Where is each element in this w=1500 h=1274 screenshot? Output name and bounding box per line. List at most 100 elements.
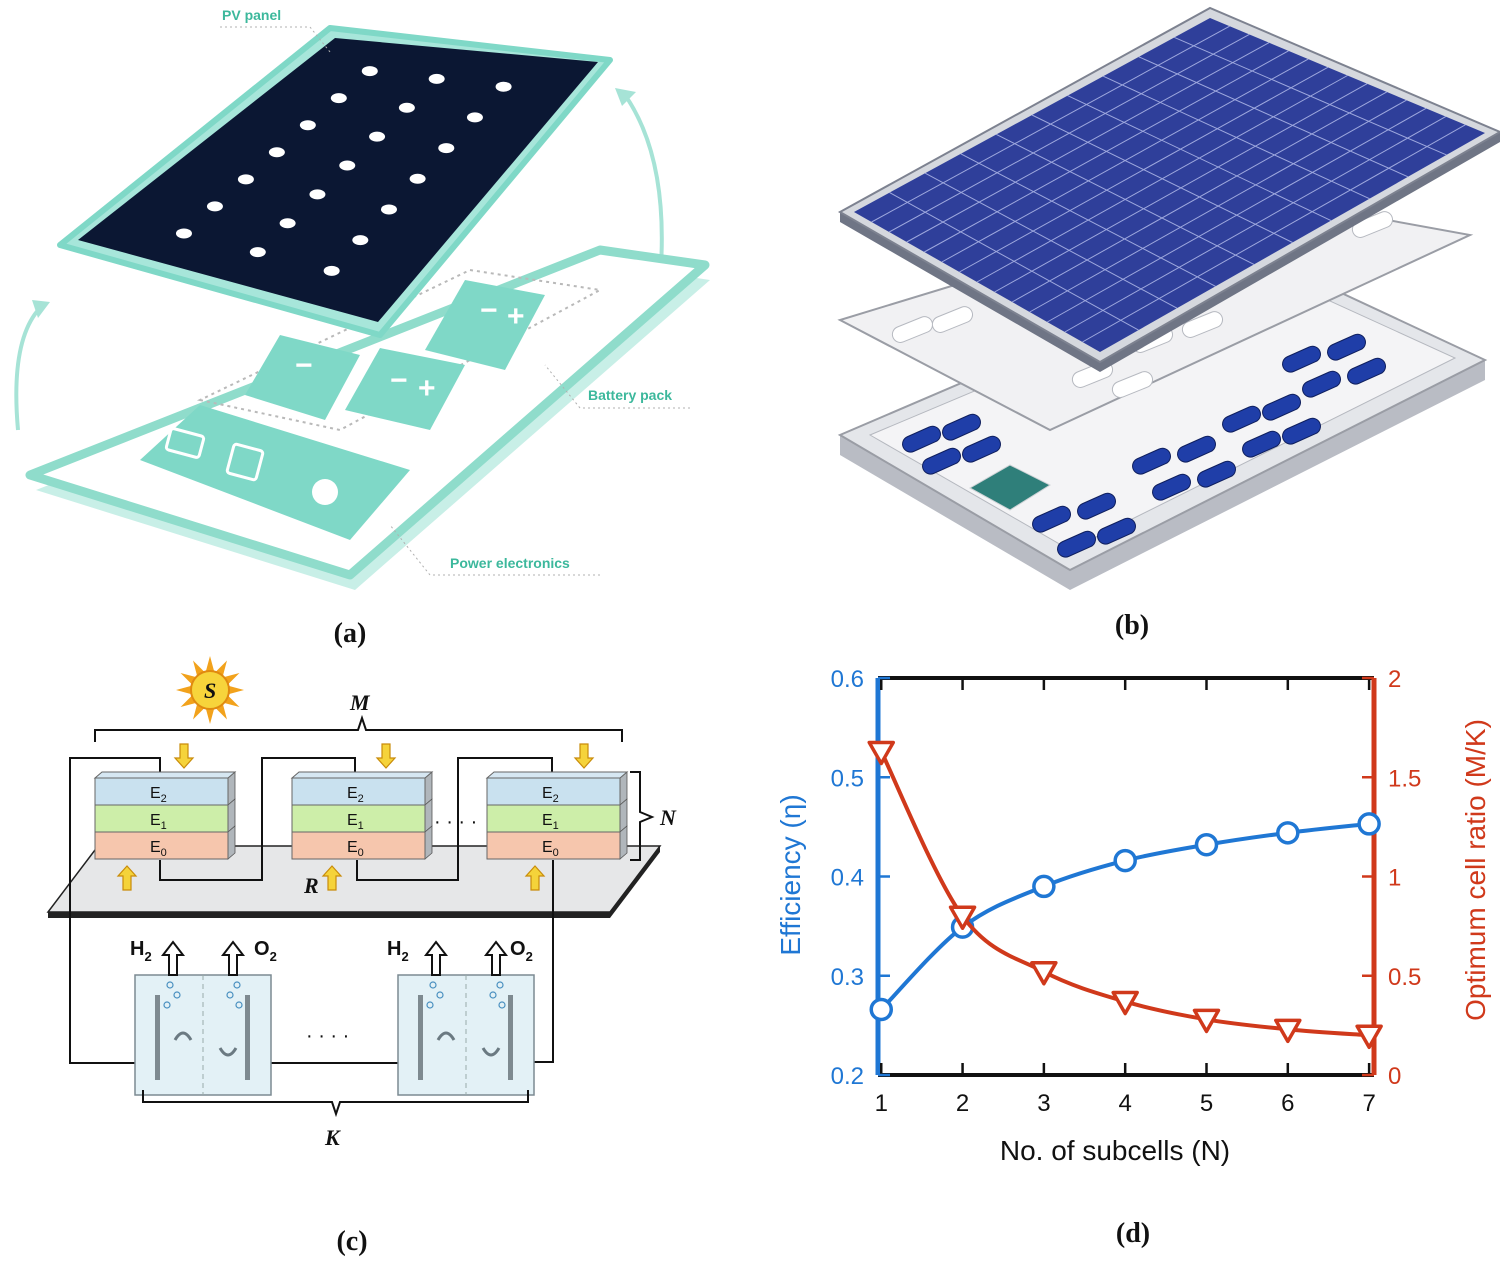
solar-grid-line [941,58,1309,263]
stack-layer [291,777,426,806]
light-arrow [321,865,343,891]
efficiency-point [1276,821,1300,845]
blue-cell [1177,435,1216,463]
pv-cell-spot [330,93,347,104]
y-left-tick-label: 0.3 [831,964,864,991]
layer-label: E0 [542,839,559,859]
y-left-tick-label: 0.2 [831,1063,864,1090]
blue-battery-cells [902,333,1386,558]
pv-cell-spot [398,102,415,113]
light-arrow [524,865,546,891]
solar-grid-line [1029,99,1407,313]
stack-layer [291,831,426,860]
blue-cell [1132,447,1171,475]
pv-cell-spot [466,112,483,123]
battery-plus-3: + [507,300,525,333]
solar-grid-line [1082,124,1466,343]
stack-dots: · · · · [434,811,477,833]
battery-pack-label: Battery pack [588,387,672,403]
gas-outlet-arrow [483,940,509,976]
chart-axes [875,676,1377,1077]
layer-label: E1 [150,812,167,832]
sun-ray [205,707,215,724]
pv-cell-spot [299,120,316,131]
solar-grid-line [1064,116,1446,333]
solar-panel-side [840,132,1500,372]
y-left-tick-label: 0.5 [831,765,864,792]
inverter-icon [164,427,206,459]
m-bracket [94,714,623,742]
solar-grid-line [924,50,1289,253]
layer-label: E1 [542,812,559,832]
caption-c: (c) [336,1226,368,1257]
k-label: K [324,1125,341,1150]
battery-block-2 [345,348,465,430]
x-tick-label: 7 [1362,1090,1375,1117]
blue-cell [1197,460,1236,488]
m-label: M [349,690,371,715]
o2-label-2: O2 [510,938,533,964]
pv-cell-spot [361,66,378,77]
x-tick-label: 4 [1119,1090,1132,1117]
blue-cell [1097,517,1136,545]
layer-label: E0 [150,839,167,859]
electrolyzer-tanks [134,940,535,1096]
controller-icon [225,442,265,482]
efficiency-point [1113,848,1137,873]
layer-label: E2 [347,785,364,805]
blue-cell [1347,357,1386,385]
pv-cell-spot [279,218,296,229]
blue-cell [1302,370,1341,398]
solar-grid-line [994,83,1368,293]
y-left-tick-label: 0.6 [831,666,864,693]
blue-cell [1032,505,1071,533]
left-curved-arrow [14,306,42,431]
tank-dots: · · · · [306,1025,349,1047]
pv-panel-surface [78,38,598,322]
pv-panel-leader [220,26,331,53]
battery-minus-2: − [390,364,408,397]
ground-plate-side [610,846,660,918]
blue-cell [1222,405,1261,433]
white-cell [891,316,934,343]
gas-outlet-arrow [423,940,449,976]
panel-a-illustration: − − + − + PV panel Battery pack Power el… [14,7,710,590]
wire-network [69,757,554,1064]
solar-grid-line [959,66,1329,273]
sun-ray [227,685,244,695]
solar-cell-grid [871,25,1466,343]
efficiency-point [869,997,894,1022]
efficiency-point [1357,812,1381,836]
pv-cell-spot [175,228,192,239]
x-tick-label: 5 [1200,1090,1213,1117]
light-arrow [573,743,595,769]
pv-cell-spot [309,189,326,200]
power-electronics-label: Power electronics [450,555,570,571]
blue-cell [1282,345,1321,373]
pv-cell-spot [268,147,285,158]
cell-ratio-point [1355,1024,1383,1050]
power-electronics-leader [389,524,600,576]
gas-outlet-arrow [220,940,246,976]
n-bracket [630,771,655,861]
cell-ratio-point [1111,990,1139,1016]
layer-label: E2 [150,785,167,805]
sun-ray [205,656,215,673]
blue-cell [1057,530,1096,558]
light-arrows [116,743,595,891]
y-axis-right-label: Optimum cell ratio (M/K) [1460,719,1491,1021]
sun-label: S [204,678,216,703]
blue-cell [942,413,981,441]
right-arrow-head [615,88,636,106]
solar-grid-line [1011,91,1388,303]
pv-cell-spot [438,143,455,154]
solar-grid-line [871,25,1230,223]
blue-cell [902,425,941,453]
solar-grid-line [906,42,1270,243]
cell-ratio-point [948,905,977,930]
battery-block-3 [425,280,545,370]
y-left-tick-label: 0.4 [831,865,864,892]
